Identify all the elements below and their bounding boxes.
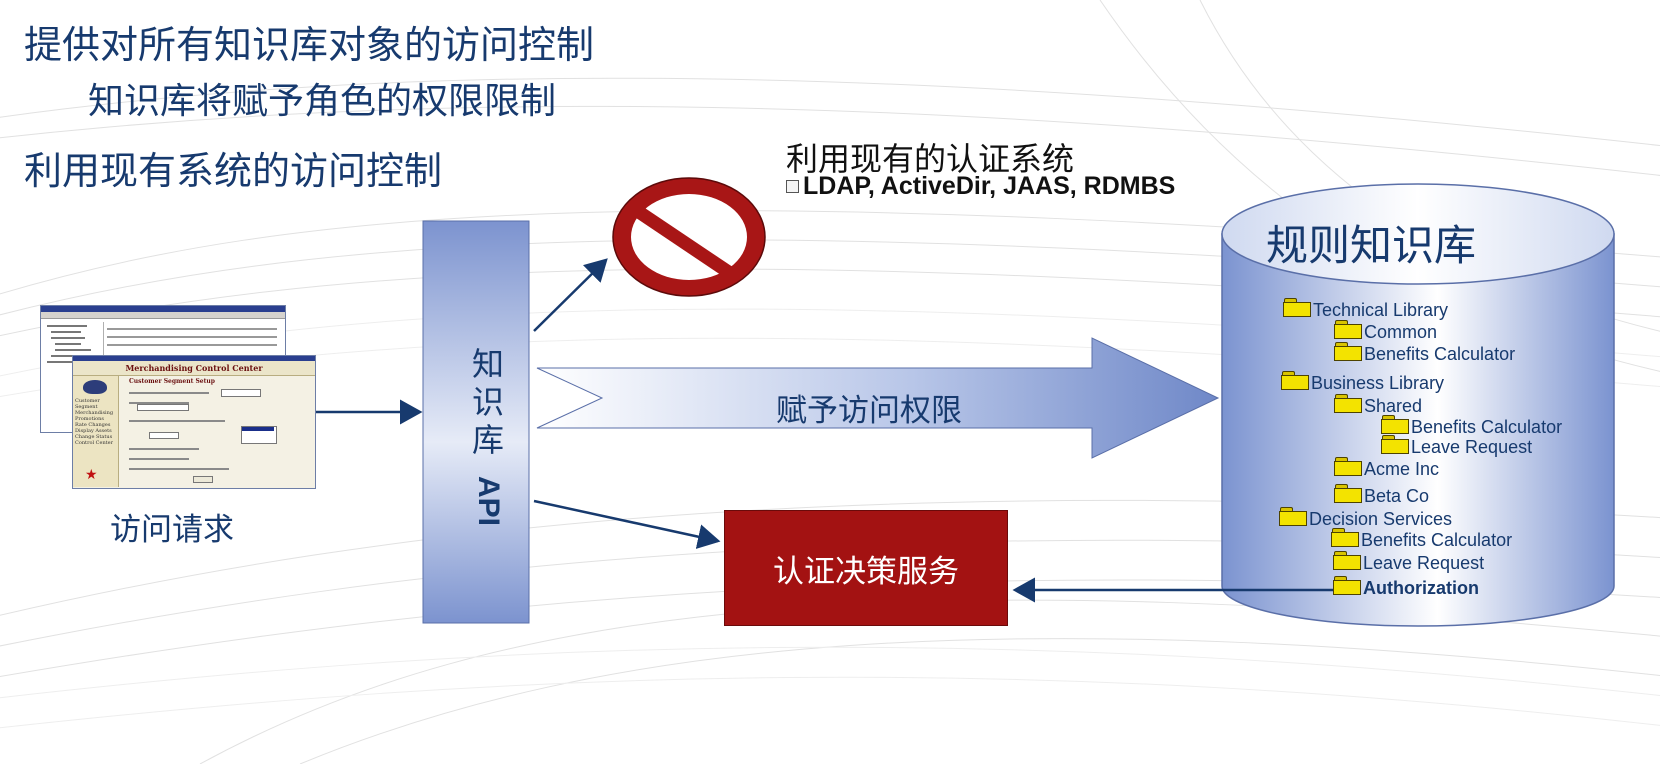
slide-subtitle: 知识库将赋予角色的权限限制: [88, 81, 557, 122]
menu-item: Rate Changes: [75, 422, 111, 428]
folder-icon: [1334, 457, 1362, 476]
menu-item: Display Assets: [75, 428, 112, 434]
authorization-decision-service: 认证决策服务: [724, 510, 1008, 626]
access-request-label: 访问请求: [110, 512, 234, 548]
folder-icon: [1331, 528, 1359, 547]
checkbox-bullet-icon: [786, 180, 799, 193]
prohibited-icon: [612, 177, 766, 297]
auth-systems-heading: 利用现有的认证系统: [786, 140, 1075, 178]
tree-folder-benefits-calculator: Benefits Calculator: [1334, 340, 1515, 364]
menu-item: Change Status: [75, 434, 113, 440]
menu-item: Control Center: [75, 440, 114, 446]
tree-folder-shared-leave-request: Leave Request: [1381, 433, 1532, 457]
folder-icon: [1334, 320, 1362, 339]
slide-title: 提供对所有知识库对象的访问控制: [24, 23, 595, 67]
tree-folder-authorization: Authorization: [1333, 574, 1479, 598]
grant-access-arrow: [536, 337, 1220, 459]
repository-api-bar: [422, 220, 530, 624]
front-window-form: [129, 388, 305, 483]
repository-title: 规则知识库: [1266, 221, 1477, 270]
folder-icon: [1381, 435, 1409, 454]
application-screenshot: Merchandising Control Center Customer Se…: [40, 305, 316, 489]
rule-repository-cylinder: [1221, 183, 1615, 627]
grant-access-label: 赋予访问权限: [776, 393, 962, 429]
api-label: 知识库 API: [466, 345, 510, 526]
star-logo-icon: ★: [85, 467, 98, 483]
auth-systems-list: LDAP, ActiveDir, JAAS, RDMBS: [786, 172, 1175, 201]
front-window-panel-title: Customer Segment Setup: [129, 378, 215, 385]
blocked-access-arrow: [533, 258, 608, 332]
folder-icon: [1279, 507, 1307, 526]
folder-icon: [1281, 371, 1309, 390]
menu-item: Segment: [75, 404, 98, 410]
folder-icon: [1333, 576, 1361, 595]
front-window-sidebar: Customer Segment Merchandising Promotion…: [73, 376, 119, 487]
logo-icon: [83, 380, 107, 394]
back-window-grid: [107, 324, 277, 354]
back-window-toolbar: [41, 312, 285, 319]
tree-folder-shared: Shared: [1334, 392, 1422, 416]
tree-folder-shared-benefits-calculator: Benefits Calculator: [1381, 413, 1562, 437]
tree-folder-decision-benefits-calculator: Benefits Calculator: [1331, 526, 1512, 550]
front-window-header: Merchandising Control Center: [73, 361, 315, 376]
front-window: Merchandising Control Center Customer Se…: [72, 355, 316, 489]
folder-icon: [1283, 298, 1311, 317]
tree-folder-business-library: Business Library: [1281, 369, 1444, 393]
tree-folder-decision-services: Decision Services: [1279, 505, 1452, 529]
folder-icon: [1334, 342, 1362, 361]
api-label-cjk: 知识库: [471, 345, 504, 459]
menu-item: Customer: [75, 398, 100, 404]
front-window-titlebar: [73, 356, 315, 361]
auth-systems-names: LDAP, ActiveDir, JAAS, RDMBS: [803, 172, 1176, 200]
folder-icon: [1334, 484, 1362, 503]
tree-folder-common: Common: [1334, 318, 1437, 342]
folder-icon: [1381, 415, 1409, 434]
tree-folder-acme-inc: Acme Inc: [1334, 455, 1439, 479]
auth-request-arrow: [533, 499, 721, 549]
slide-second-point: 利用现有系统的访问控制: [24, 149, 443, 193]
tree-folder-decision-leave-request: Leave Request: [1333, 549, 1484, 573]
tree-folder-beta-co: Beta Co: [1334, 482, 1429, 506]
window-title: Merchandising Control Center: [125, 363, 263, 373]
tree-folder-technical-library: Technical Library: [1283, 296, 1448, 320]
folder-icon: [1333, 551, 1361, 570]
menu-item: Promotions: [75, 416, 104, 422]
api-label-latin: API: [472, 476, 505, 527]
folder-icon: [1334, 394, 1362, 413]
menu-item: Merchandising: [75, 410, 114, 416]
back-window-titlebar: [41, 306, 285, 312]
decision-service-label: 认证决策服务: [773, 553, 959, 590]
